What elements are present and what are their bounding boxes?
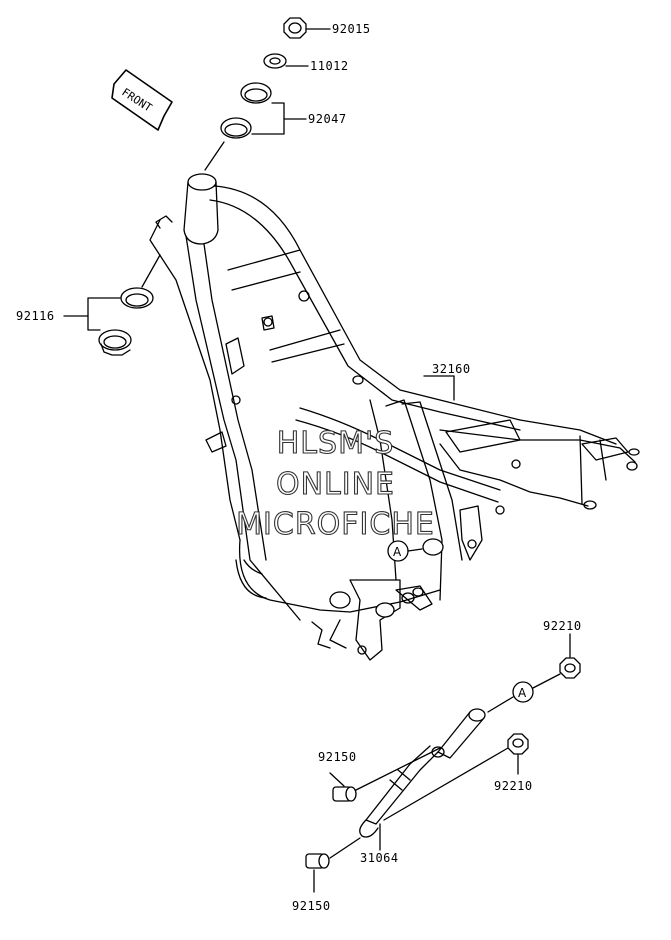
callout-a-frame: A (387, 540, 423, 562)
part-number-label: 11012 (310, 59, 349, 73)
lower-bar-icon: A (305, 633, 581, 893)
nut-icon (283, 17, 331, 39)
part-number-label: 92150 (318, 750, 357, 764)
watermark-line-2: ONLINE (275, 466, 395, 502)
part-number-label: 92210 (494, 779, 533, 793)
frame-icon (149, 173, 640, 661)
part-number-label: 92150 (292, 899, 331, 913)
bearing-race-icon (204, 82, 307, 171)
part-number-label: 31064 (360, 851, 399, 865)
watermark-line-3: MICROFICHE (236, 506, 435, 542)
front-direction-arrow: FRONT (111, 69, 173, 131)
lower-bearing-icon (63, 254, 161, 356)
seal-icon (263, 53, 309, 69)
callout-a-bar-letter: A (518, 686, 527, 700)
part-number-label: 92116 (16, 309, 55, 323)
part-number-label: 92015 (332, 22, 371, 36)
part-number-label: 92047 (308, 112, 347, 126)
watermark-line-1: HLSM'S (276, 425, 395, 461)
part-number-label: 92210 (543, 619, 582, 633)
callout-a-letter: A (393, 545, 402, 559)
part-number-label: 32160 (432, 362, 471, 376)
